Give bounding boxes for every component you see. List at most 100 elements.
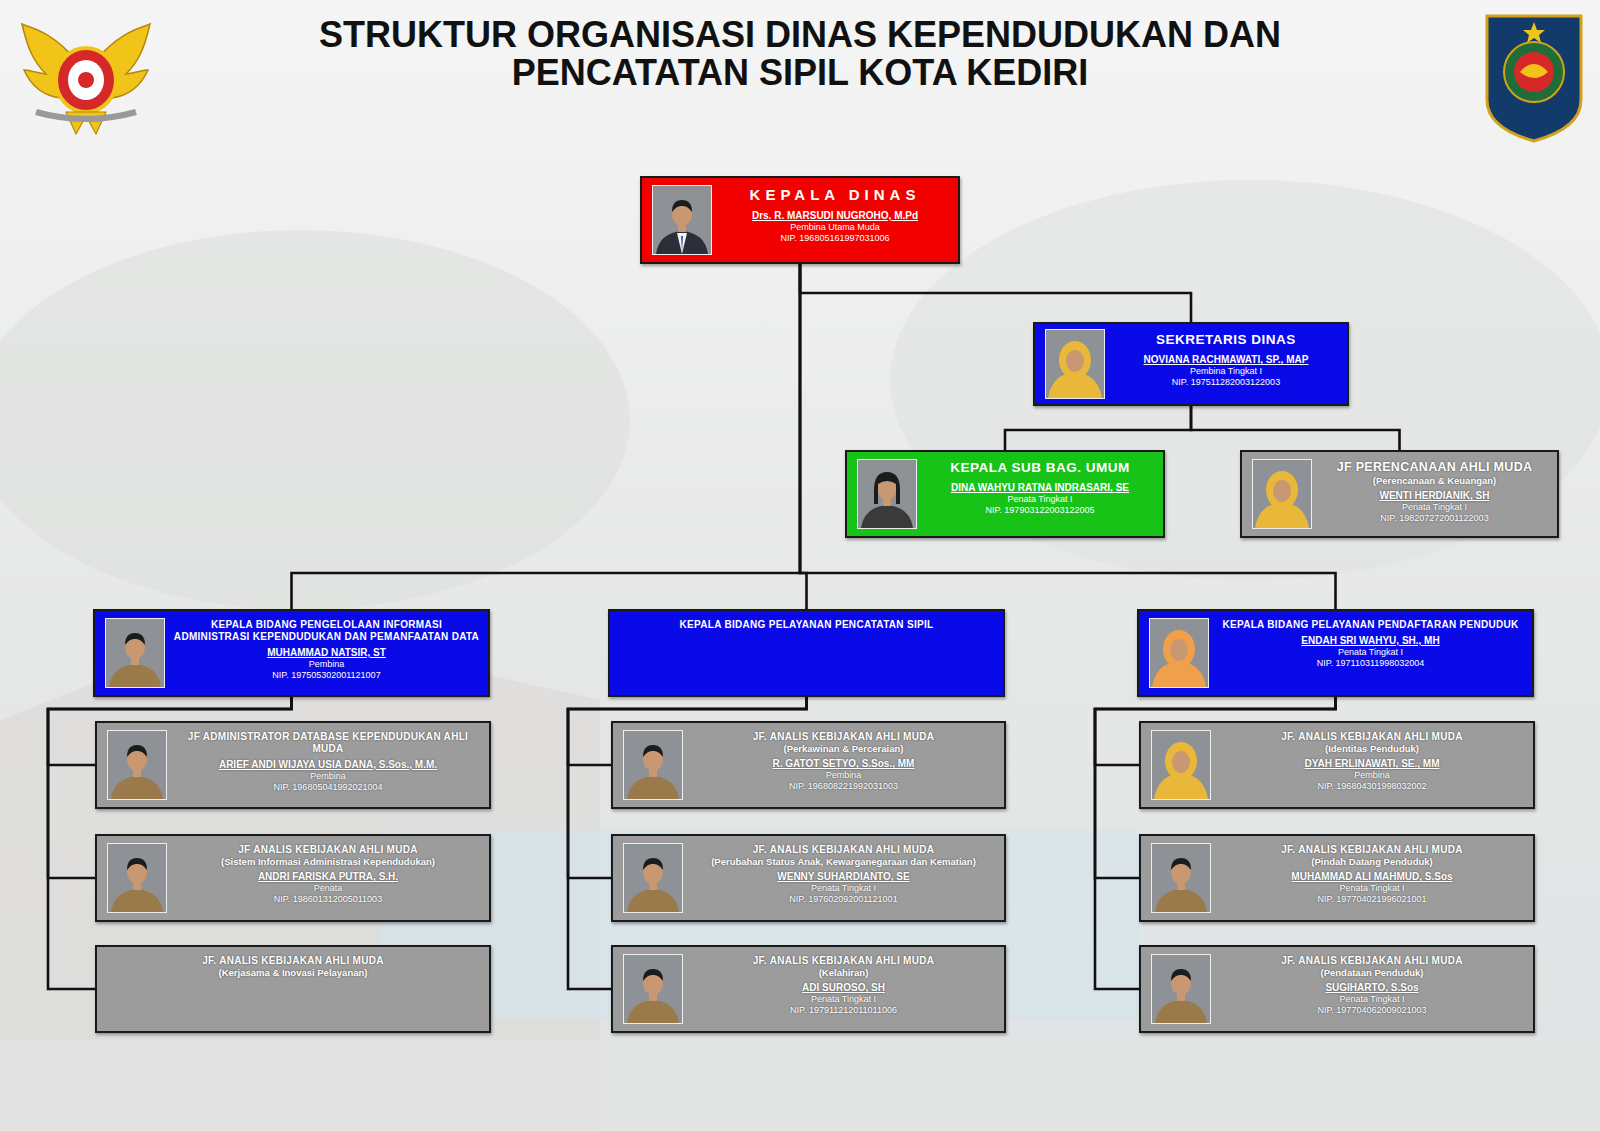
portrait-photo [1045,329,1105,399]
org-box: KEPALA BIDANG PELAYANAN PENDAFTARAN PEND… [1137,609,1534,697]
detail-text: NIP. 197704062009021003 [1318,1005,1427,1016]
portrait-photo [623,730,683,800]
portrait-figure [858,460,916,528]
org-box: JF PERENCANAAN AHLI MUDA(Perencanaan & K… [1240,450,1559,538]
detail-text: NIP. 197704021996021001 [1318,894,1427,905]
ministry-emblem [1487,16,1581,141]
position-title: SEKRETARIS DINAS [1156,332,1296,348]
person-name: ENDAH SRI WAHYU, SH., MH [1301,635,1439,647]
detail-text: NIP. 197903122003122005 [986,505,1095,516]
position-title: JF. ANALIS KEBIJAKAN AHLI MUDA [202,955,384,967]
detail-text: NIP. 198207272001122003 [1380,513,1488,524]
text-column: KEPALA BIDANG PELAYANAN PENDAFTARAN PEND… [1209,611,1532,675]
person-name: MUHAMMAD ALI MAHMUD, S.Sos [1291,871,1452,883]
text-column: KEPALA DINASDrs. R. MARSUDI NUGROHO, M.P… [712,178,958,250]
org-box: KEPALA DINASDrs. R. MARSUDI NUGROHO, M.P… [640,176,960,264]
detail-text: NIP. 197511282003122003 [1172,377,1280,388]
detail-text: NIP. 197110311998032004 [1317,658,1425,669]
org-box: JF. ANALIS KEBIJAKAN AHLI MUDA(Pindah Da… [1139,834,1535,922]
portrait-photo [652,185,712,255]
portrait-figure [624,844,682,912]
portrait-figure [1152,955,1210,1023]
portrait-photo [1252,459,1312,529]
portrait-figure [108,844,166,912]
portrait-figure [624,731,682,799]
person-name: DYAH ERLINAWATI, SE., MM [1304,758,1439,770]
org-box: JF. ANALIS KEBIJAKAN AHLI MUDA(Pendataan… [1139,945,1535,1033]
portrait-photo [623,954,683,1024]
detail-text: Pembina Utama Muda [790,222,880,233]
org-box: JF. ANALIS KEBIJAKAN AHLI MUDA(Perkawina… [611,721,1006,809]
position-title: JF. ANALIS KEBIJAKAN AHLI MUDA [753,731,935,743]
text-column: JF. ANALIS KEBIJAKAN AHLI MUDA(Pendataan… [1211,947,1533,1022]
org-box: JF. ANALIS KEBIJAKAN AHLI MUDA(Identitas… [1139,721,1535,809]
person-name: DINA WAHYU RATNA INDRASARI, SE [951,482,1129,494]
detail-text: Pembina [310,771,346,782]
position-title: JF. ANALIS KEBIJAKAN AHLI MUDA [753,844,935,856]
text-column: JF ANALIS KEBIJAKAN AHLI MUDA(Sistem Inf… [167,836,489,911]
org-connector [800,264,1336,609]
position-title: JF PERENCANAAN AHLI MUDA [1337,460,1533,475]
text-column: JF. ANALIS KEBIJAKAN AHLI MUDA(Perkawina… [683,723,1004,798]
detail-text: NIP. 196808221992031003 [789,781,898,792]
text-column: JF. ANALIS KEBIJAKAN AHLI MUDA(Kerjasama… [97,947,489,984]
person-name: NOVIANA RACHMAWATI, SP., MAP [1144,354,1309,366]
text-column: KEPALA SUB BAG. UMUMDINA WAHYU RATNA IND… [917,452,1163,522]
position-title: JF. ANALIS KEBIJAKAN AHLI MUDA [1281,844,1463,856]
org-connector [292,264,801,609]
person-name: R. GATOT SETYO, S.Sos., MM [773,758,915,770]
org-box: KEPALA BIDANG PELAYANAN PENCATATAN SIPIL [608,609,1005,697]
text-column: JF PERENCANAAN AHLI MUDA(Perencanaan & K… [1312,452,1557,530]
detail-text: NIP. 197602092001121001 [789,894,897,905]
detail-text: Penata Tingkat I [811,994,876,1005]
text-column: JF. ANALIS KEBIJAKAN AHLI MUDA(Pindah Da… [1211,836,1533,911]
portrait-figure [1152,844,1210,912]
portrait-figure [1150,619,1208,687]
org-box: JF. ANALIS KEBIJAKAN AHLI MUDA(Kerjasama… [95,945,491,1033]
portrait-photo [107,843,167,913]
detail-text: NIP. 197911212011011006 [790,1005,897,1016]
person-name: WENTI HERDIANIK, SH [1380,490,1490,502]
text-column: SEKRETARIS DINAS NOVIANA RACHMAWATI, SP.,… [1105,324,1347,394]
detail-text: (Pindah Datang Penduduk) [1311,856,1432,867]
org-box: JF. ANALIS KEBIJAKAN AHLI MUDA(Kelahiran… [611,945,1006,1033]
detail-text: Pembina Tingkat I [1190,366,1262,377]
portrait-figure [653,186,711,254]
detail-text: NIP. 198601312005011003 [274,894,382,905]
position-title: JF ANALIS KEBIJAKAN AHLI MUDA [238,844,418,856]
portrait-figure [1046,330,1104,398]
org-box: JF. ANALIS KEBIJAKAN AHLI MUDA(Perubahan… [611,834,1006,922]
detail-text: (Kerjasama & Inovasi Pelayanan) [219,967,368,978]
detail-text: Penata Tingkat I [811,883,876,894]
detail-text: Penata Tingkat I [1338,647,1403,658]
portrait-figure [624,955,682,1023]
person-name: ANDRI FARISKA PUTRA, S.H. [258,871,398,883]
text-column: JF ADMINISTRATOR DATABASE KEPENDUDUKAN A… [167,723,489,799]
detail-text: Penata Tingkat I [1339,994,1404,1005]
org-box: JF ADMINISTRATOR DATABASE KEPENDUDUKAN A… [95,721,491,809]
detail-text: (Perkawinan & Perceraian) [784,743,904,754]
portrait-figure [1152,731,1210,799]
detail-text: NIP. 196805161997031006 [781,233,890,244]
position-title: KEPALA BIDANG PENGELOLAAN INFORMASI ADMI… [173,619,480,643]
org-box: SEKRETARIS DINAS NOVIANA RACHMAWATI, SP.,… [1033,322,1349,406]
org-box: KEPALA SUB BAG. UMUMDINA WAHYU RATNA IND… [845,450,1165,538]
portrait-photo [1151,954,1211,1024]
position-title: KEPALA BIDANG PELAYANAN PENDAFTARAN PEND… [1222,619,1518,631]
detail-text: NIP. 197505302001121007 [272,670,380,681]
portrait-photo [1149,618,1209,688]
detail-text: Penata Tingkat I [1339,883,1404,894]
portrait-photo [105,618,165,688]
person-name: ARIEF ANDI WIJAYA USIA DANA, S.Sos., M.M… [219,759,437,771]
person-name: MUHAMMAD NATSIR, ST [267,647,386,659]
portrait-figure [108,731,166,799]
detail-text: Penata [314,883,343,894]
portrait-photo [1151,843,1211,913]
city-emblem [22,24,150,134]
org-connector [1005,406,1191,450]
text-column: JF. ANALIS KEBIJAKAN AHLI MUDA(Identitas… [1211,723,1533,798]
org-connector [1191,406,1400,450]
person-name: SUGIHARTO, S.Sos [1325,982,1418,994]
detail-text: (Perubahan Status Anak, Kewarganegaraan … [711,856,976,867]
position-title: JF. ANALIS KEBIJAKAN AHLI MUDA [1281,731,1463,743]
